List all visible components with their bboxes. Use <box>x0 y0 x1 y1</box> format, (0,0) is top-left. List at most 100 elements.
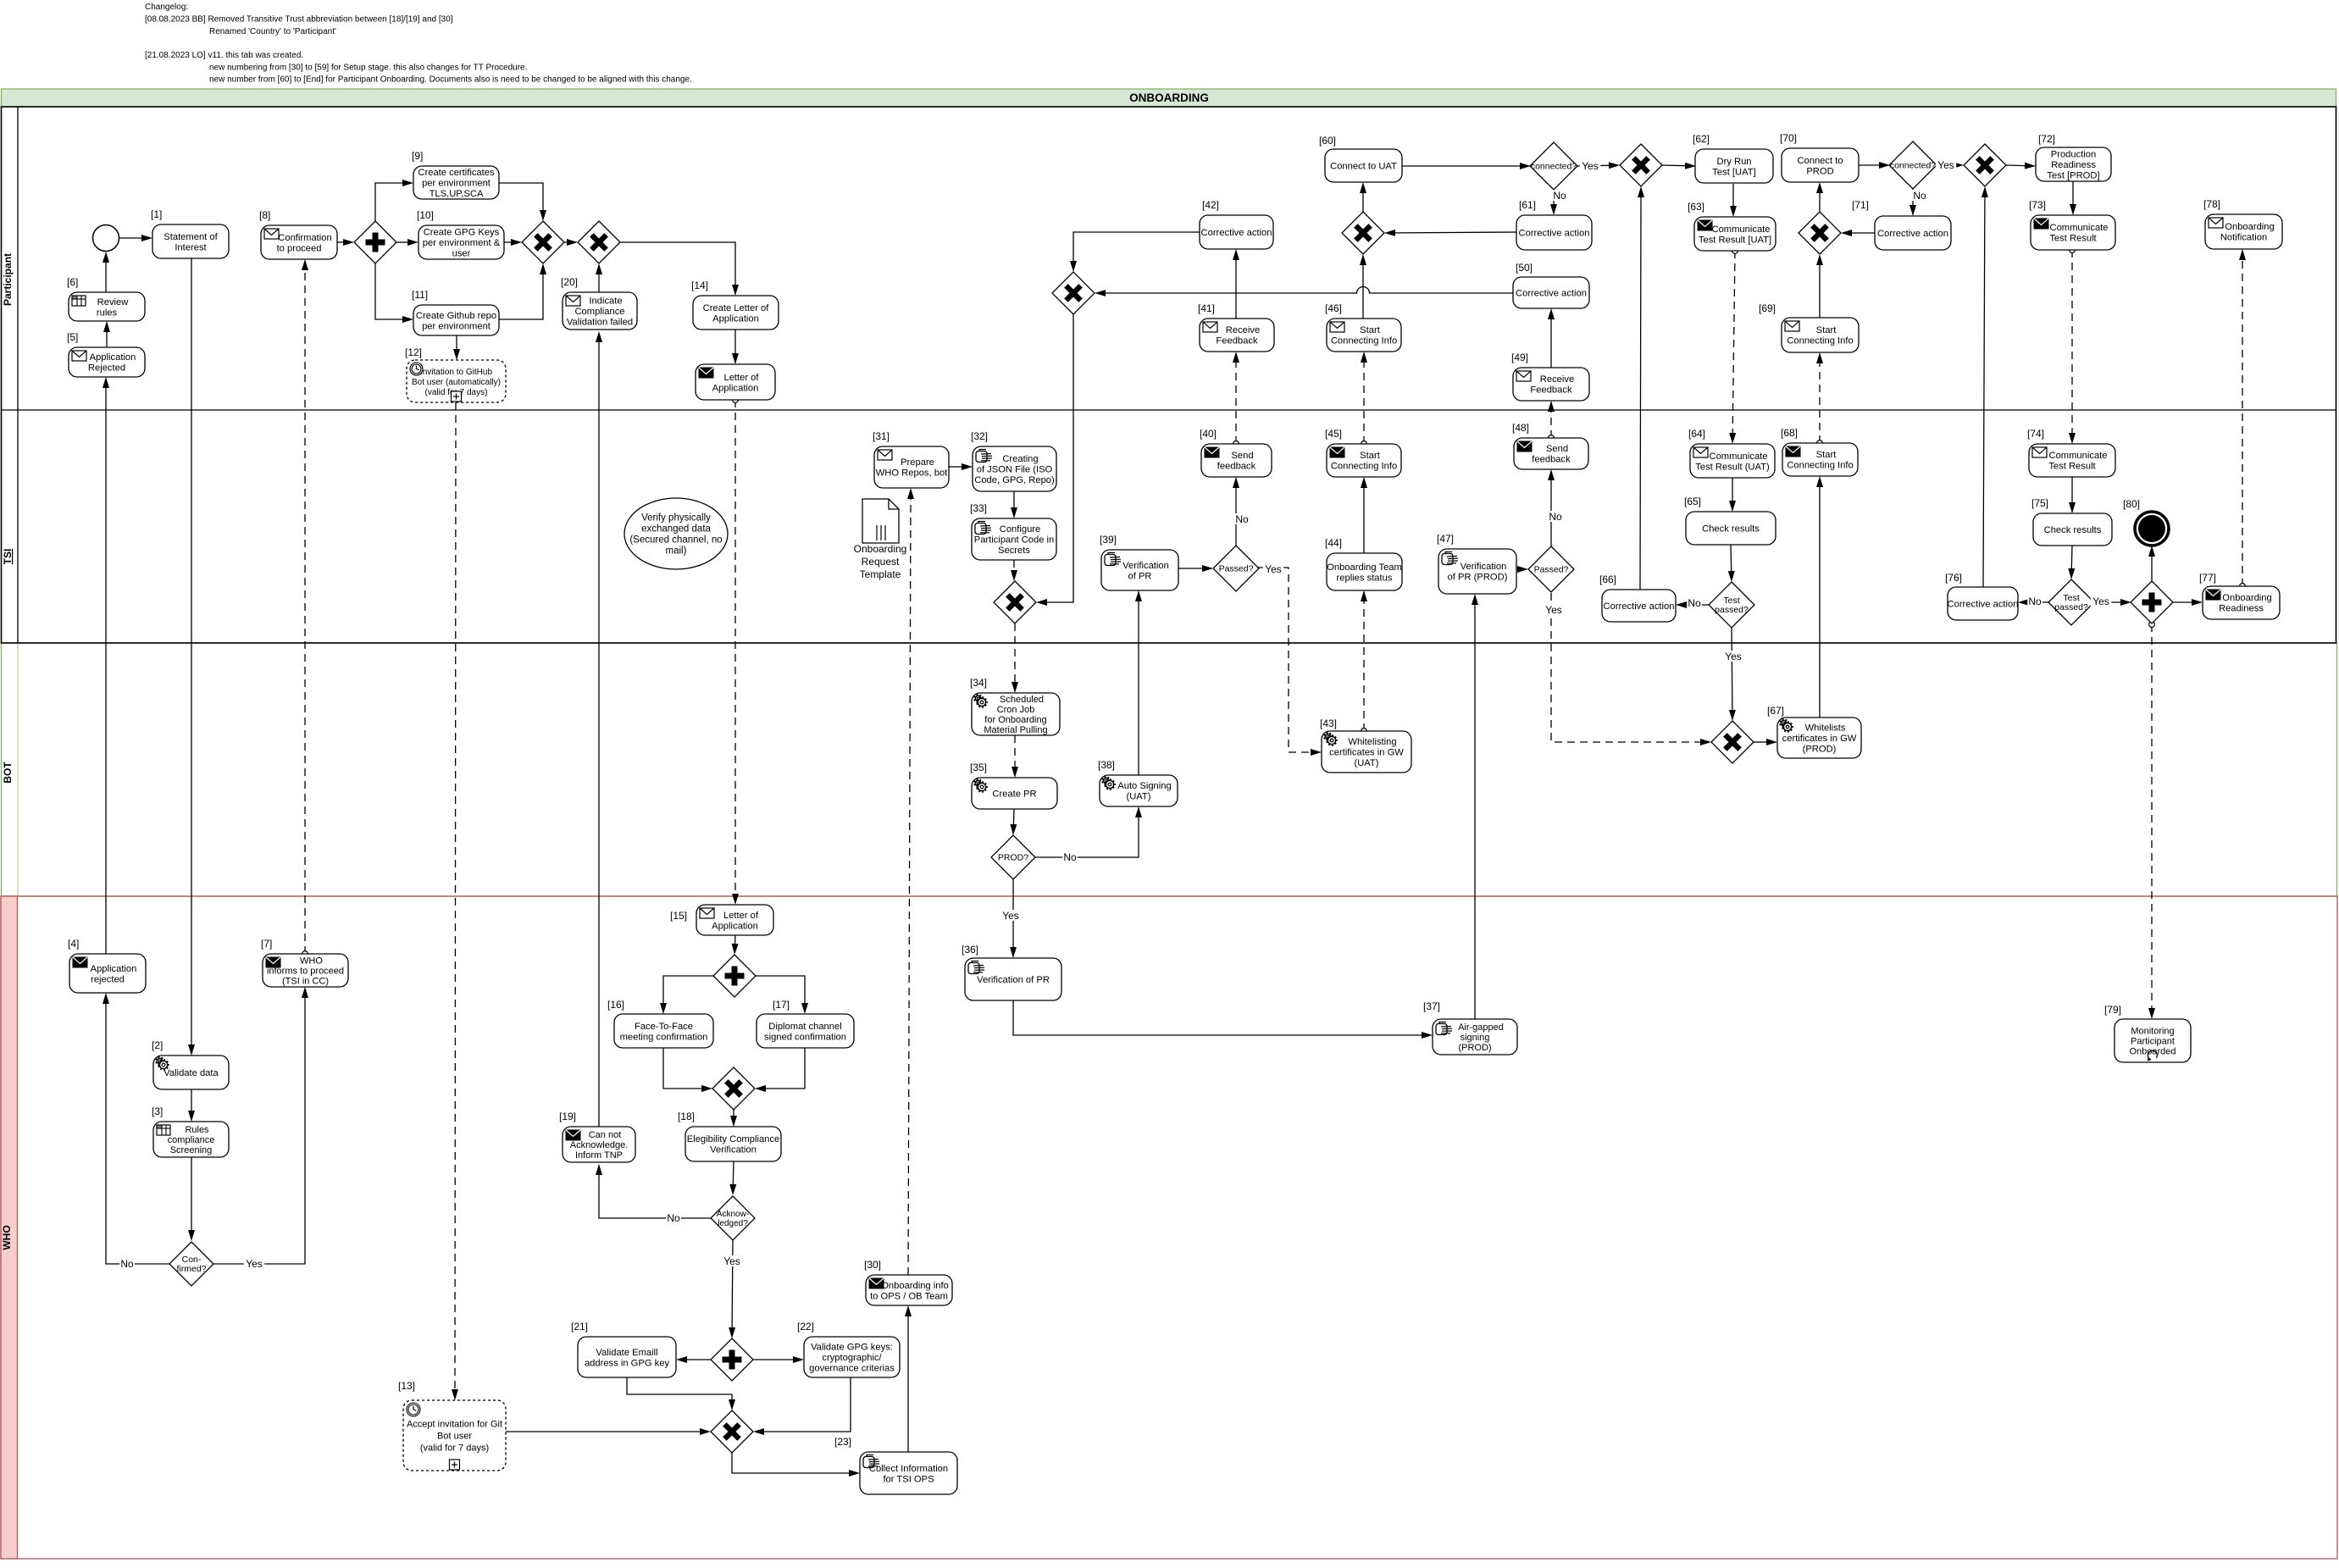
svg-text:[33]: [33] <box>970 502 987 514</box>
svg-text:TSI: TSI <box>2 549 14 565</box>
svg-text:[61]: [61] <box>1519 199 1536 211</box>
svg-text:[69]: [69] <box>1759 302 1776 314</box>
svg-text:[6]: [6] <box>67 276 78 288</box>
svg-text:[14]: [14] <box>691 280 708 291</box>
svg-text:[60]: [60] <box>1319 135 1336 147</box>
svg-text:[79]: [79] <box>2104 1004 2121 1016</box>
svg-text:[46]: [46] <box>1325 302 1342 314</box>
svg-text:[23]: [23] <box>834 1436 851 1448</box>
svg-text:[62]: [62] <box>1693 133 1710 145</box>
svg-text:[77]: [77] <box>2199 572 2216 584</box>
svg-text:[64]: [64] <box>1688 428 1705 440</box>
svg-text:[16]: [16] <box>607 999 624 1011</box>
svg-text:[12]: [12] <box>405 346 422 358</box>
svg-text:[4]: [4] <box>68 938 79 950</box>
svg-text:[5]: [5] <box>67 331 78 343</box>
svg-text:Yes: Yes <box>1545 604 1562 616</box>
svg-text:Corrective action: Corrective action <box>1604 601 1675 612</box>
svg-text:[43]: [43] <box>1320 718 1337 729</box>
svg-text:[38]: [38] <box>1098 759 1115 771</box>
svg-text:[47]: [47] <box>1437 533 1454 545</box>
svg-text:Corrective action: Corrective action <box>1877 229 1948 239</box>
svg-text:[30]: [30] <box>864 1259 881 1271</box>
svg-text:ONBOARDING: ONBOARDING <box>1129 91 1209 104</box>
svg-text:No: No <box>1913 190 1926 202</box>
svg-text:[1]: [1] <box>151 208 162 220</box>
svg-text:Acknow-ledged?: Acknow-ledged? <box>717 1210 749 1228</box>
svg-text:[44]: [44] <box>1325 537 1342 549</box>
svg-text:[75]: [75] <box>2031 497 2048 509</box>
svg-text:Create PR: Create PR <box>992 790 1036 800</box>
svg-text:[08.08.2023 BB] Removed Transi: [08.08.2023 BB] Removed Transitive Trust… <box>145 15 453 25</box>
svg-text:Passed?: Passed? <box>1534 565 1569 575</box>
svg-text:No: No <box>1553 190 1566 202</box>
svg-text:Corrective action: Corrective action <box>1519 229 1590 239</box>
svg-text:[42]: [42] <box>1202 199 1219 211</box>
svg-text:Passed?: Passed? <box>1219 564 1254 574</box>
svg-text:[34]: [34] <box>970 677 987 689</box>
svg-text:[2]: [2] <box>152 1039 163 1051</box>
svg-text:[45]: [45] <box>1325 428 1342 440</box>
svg-text:No: No <box>120 1258 134 1270</box>
svg-text:Corrective action: Corrective action <box>1201 228 1272 238</box>
svg-text:[10]: [10] <box>417 209 434 221</box>
svg-text:[65]: [65] <box>1684 496 1701 507</box>
svg-text:Yes: Yes <box>723 1255 740 1267</box>
svg-text:No: No <box>1549 511 1562 523</box>
svg-text:[37]: [37] <box>1423 1000 1440 1012</box>
svg-text:[22]: [22] <box>797 1321 814 1333</box>
svg-text:Verification of PR: Verification of PR <box>977 975 1050 985</box>
svg-text:[71]: [71] <box>1852 199 1869 211</box>
svg-text:[63]: [63] <box>1688 201 1704 213</box>
svg-text:No: No <box>1235 513 1249 525</box>
svg-text:connected?: connected? <box>1890 161 1936 171</box>
svg-text:[76]: [76] <box>1945 572 1962 584</box>
svg-text:[21]: [21] <box>571 1321 588 1333</box>
svg-text:[18]: [18] <box>678 1111 695 1122</box>
svg-text:Check results: Check results <box>2044 525 2102 535</box>
svg-text:No: No <box>2028 596 2042 607</box>
svg-text:Changelog:: Changelog: <box>145 3 188 12</box>
svg-text:Connect to UAT: Connect to UAT <box>1330 162 1397 172</box>
svg-text:Yes: Yes <box>2092 596 2109 607</box>
svg-text:No: No <box>1688 597 1701 609</box>
svg-text:[7]: [7] <box>261 938 272 950</box>
svg-text:[40]: [40] <box>1200 428 1217 440</box>
svg-text:[74]: [74] <box>2027 428 2044 440</box>
svg-text:Renamed 'Country' to 'Particip: Renamed 'Country' to 'Participant' <box>209 27 336 36</box>
svg-text:[20]: [20] <box>561 276 578 288</box>
svg-text:[39]: [39] <box>1100 534 1117 546</box>
svg-text:Yes: Yes <box>246 1258 263 1270</box>
svg-text:Participant: Participant <box>2 253 14 306</box>
svg-text:[21.08.2023 LO] v11. this tab: [21.08.2023 LO] v11. this tab was create… <box>145 51 303 60</box>
svg-text:[9]: [9] <box>412 150 423 162</box>
svg-text:[32]: [32] <box>971 430 988 442</box>
svg-text:[50]: [50] <box>1516 262 1533 274</box>
svg-text:No: No <box>1063 851 1077 863</box>
svg-text:Yes: Yes <box>1937 159 1954 171</box>
svg-text:[66]: [66] <box>1599 573 1616 585</box>
svg-text:[41]: [41] <box>1198 302 1215 314</box>
svg-text:[78]: [78] <box>2203 198 2220 210</box>
svg-text:Check results: Check results <box>1702 524 1760 535</box>
svg-text:Yes: Yes <box>1725 651 1742 662</box>
svg-text:[73]: [73] <box>2029 199 2046 211</box>
svg-text:Yes: Yes <box>1265 563 1282 575</box>
svg-text:[35]: [35] <box>970 762 987 773</box>
svg-text:connected?: connected? <box>1531 162 1577 172</box>
svg-text:[72]: [72] <box>2038 133 2055 145</box>
svg-text:[19]: [19] <box>559 1111 576 1122</box>
svg-text:BOT: BOT <box>2 762 14 784</box>
svg-text:[11]: [11] <box>412 289 428 301</box>
svg-text:[48]: [48] <box>1512 422 1529 434</box>
svg-text:[15]: [15] <box>670 910 687 922</box>
svg-text:[70]: [70] <box>1780 132 1797 144</box>
svg-text:WHO: WHO <box>1 1225 13 1249</box>
